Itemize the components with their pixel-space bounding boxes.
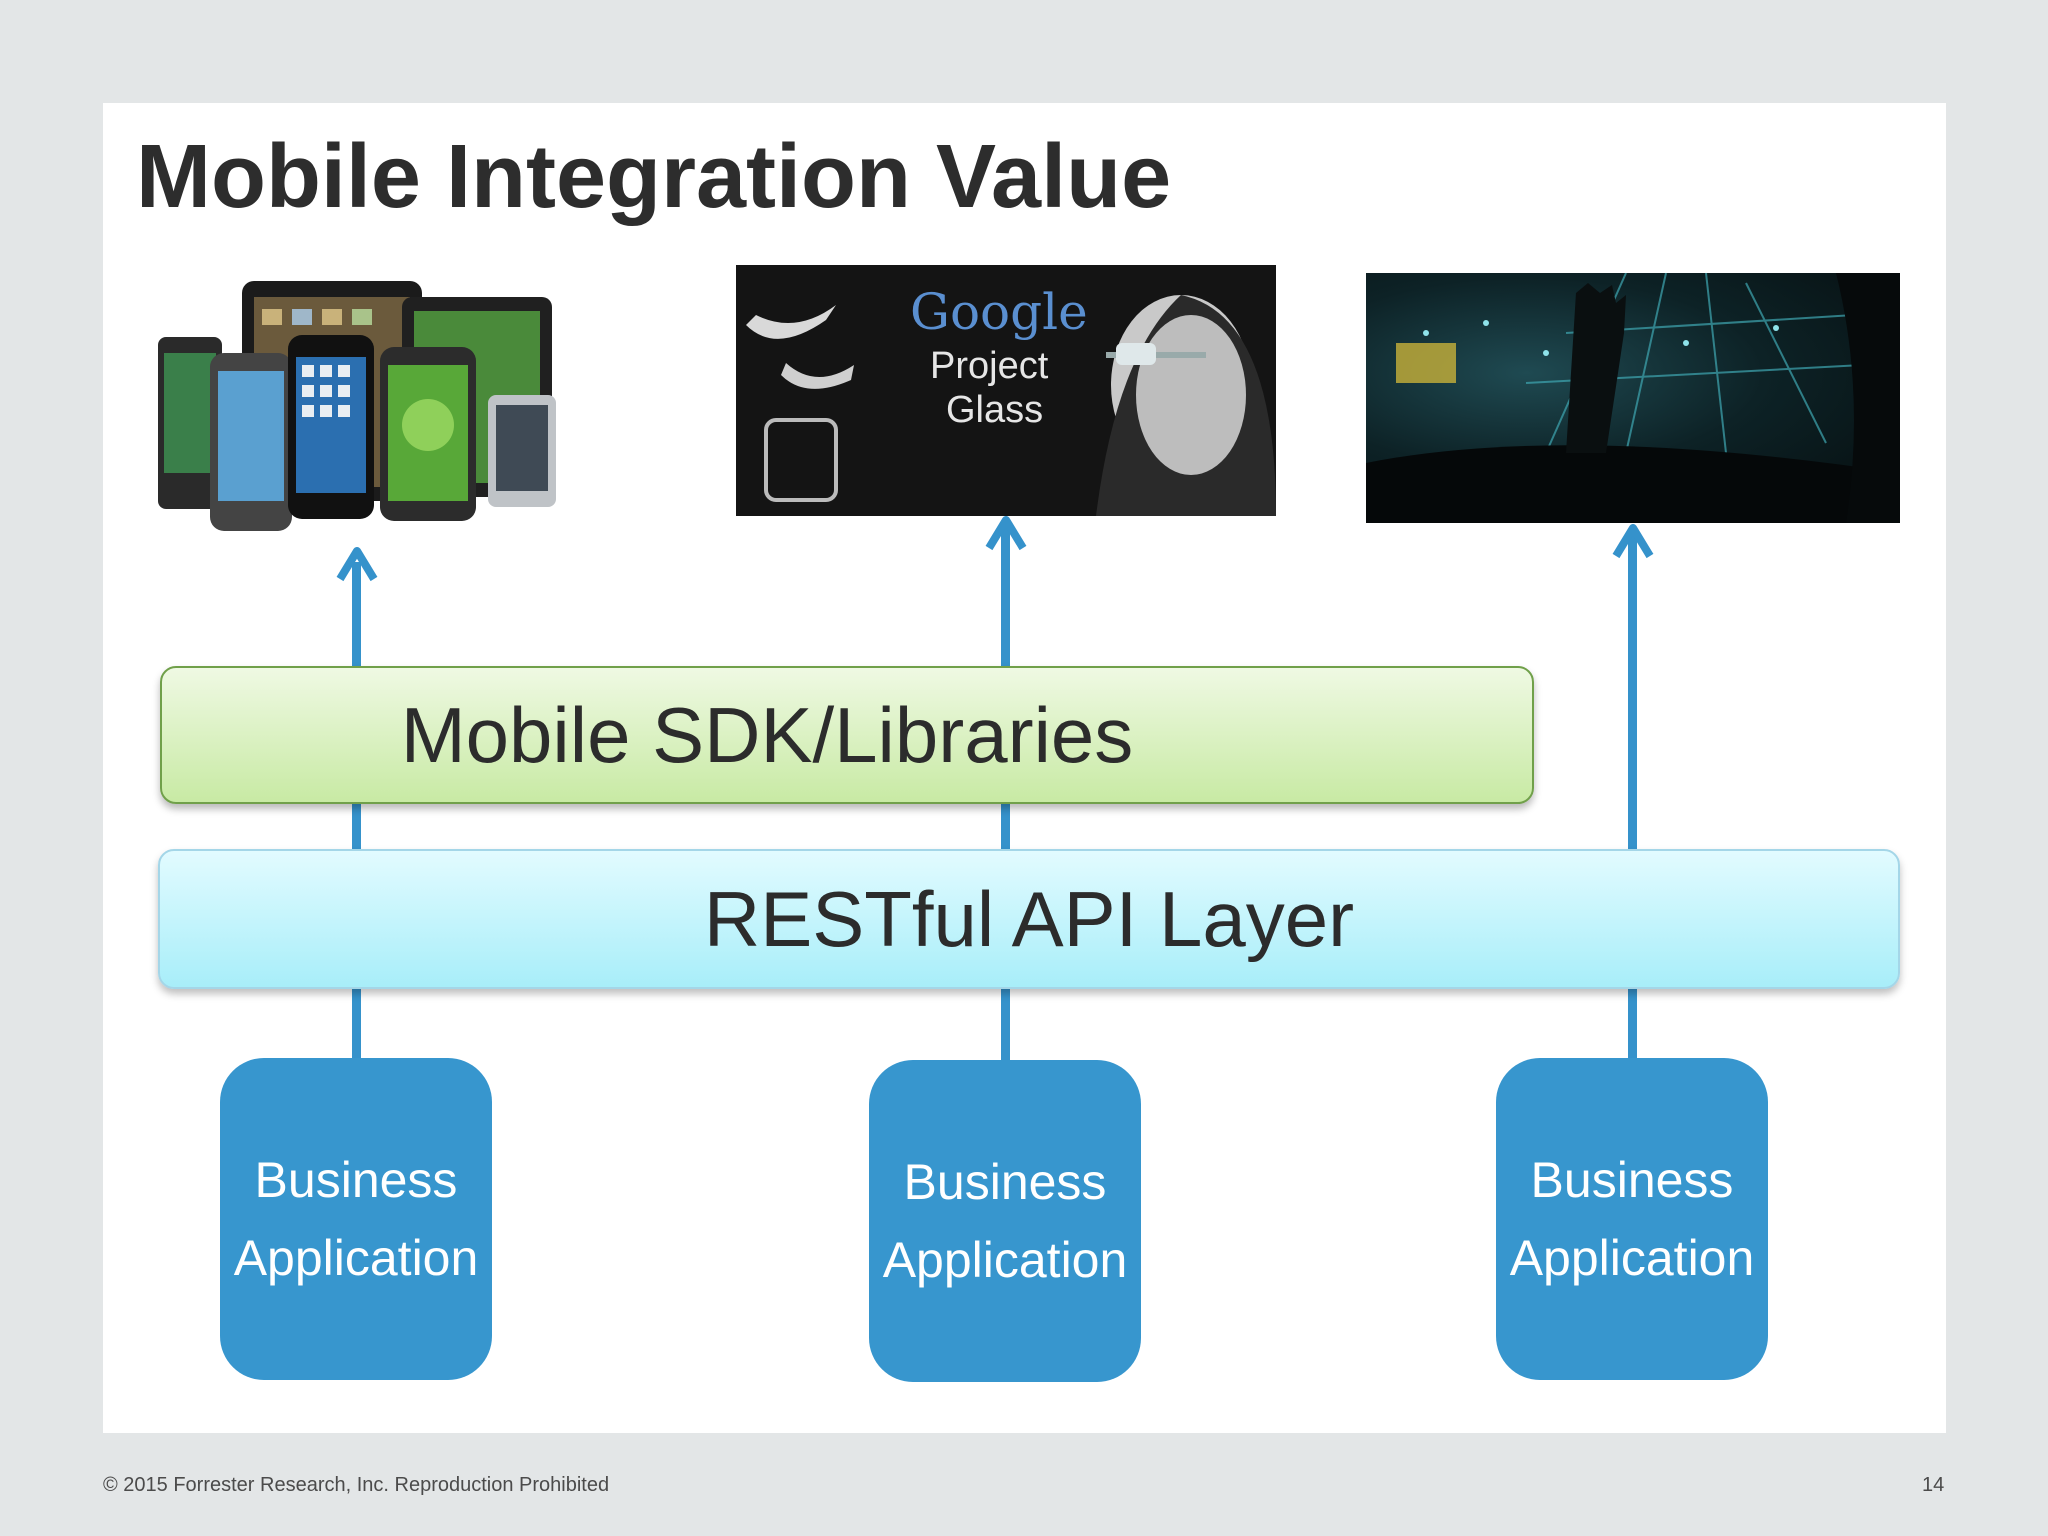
business-application-box: Business Application xyxy=(869,1060,1141,1382)
arrow-up-icon xyxy=(985,516,1027,551)
app-label-line1: Business xyxy=(1530,1152,1734,1208)
app-label-line2: Application xyxy=(233,1230,479,1286)
copyright-notice: © 2015 Forrester Research, Inc. Reproduc… xyxy=(103,1474,610,1496)
connector-line-left xyxy=(352,562,361,1062)
sdk-layer-label: Mobile SDK/Libraries xyxy=(400,690,1134,779)
restful-api-layer: RESTful API Layer xyxy=(158,849,1900,989)
glass-text-glass: Glass xyxy=(946,389,1044,431)
mobile-sdk-libraries-layer: Mobile SDK/Libraries xyxy=(160,666,1534,804)
slide-title: Mobile Integration Value xyxy=(136,127,1172,227)
mobile-devices-image xyxy=(158,275,558,535)
glass-text-google: Google xyxy=(910,283,1088,341)
app-label-line2: Application xyxy=(882,1232,1128,1288)
glass-text-project: Project xyxy=(930,345,1049,387)
arrow-up-icon xyxy=(336,547,378,582)
business-application-box: Business Application xyxy=(220,1058,492,1380)
arrow-up-icon xyxy=(1612,524,1654,559)
api-layer-label: RESTful API Layer xyxy=(703,874,1355,963)
app-label-line1: Business xyxy=(254,1152,458,1208)
connector-line-right xyxy=(1628,534,1637,1062)
business-application-box: Business Application xyxy=(1496,1058,1768,1380)
page-number: 14 xyxy=(1922,1474,1945,1496)
app-label-line2: Application xyxy=(1509,1230,1755,1286)
google-project-glass-image: Google Project Glass xyxy=(736,265,1276,516)
augmented-reality-scene-image xyxy=(1366,273,1900,523)
app-label-line1: Business xyxy=(903,1154,1107,1210)
